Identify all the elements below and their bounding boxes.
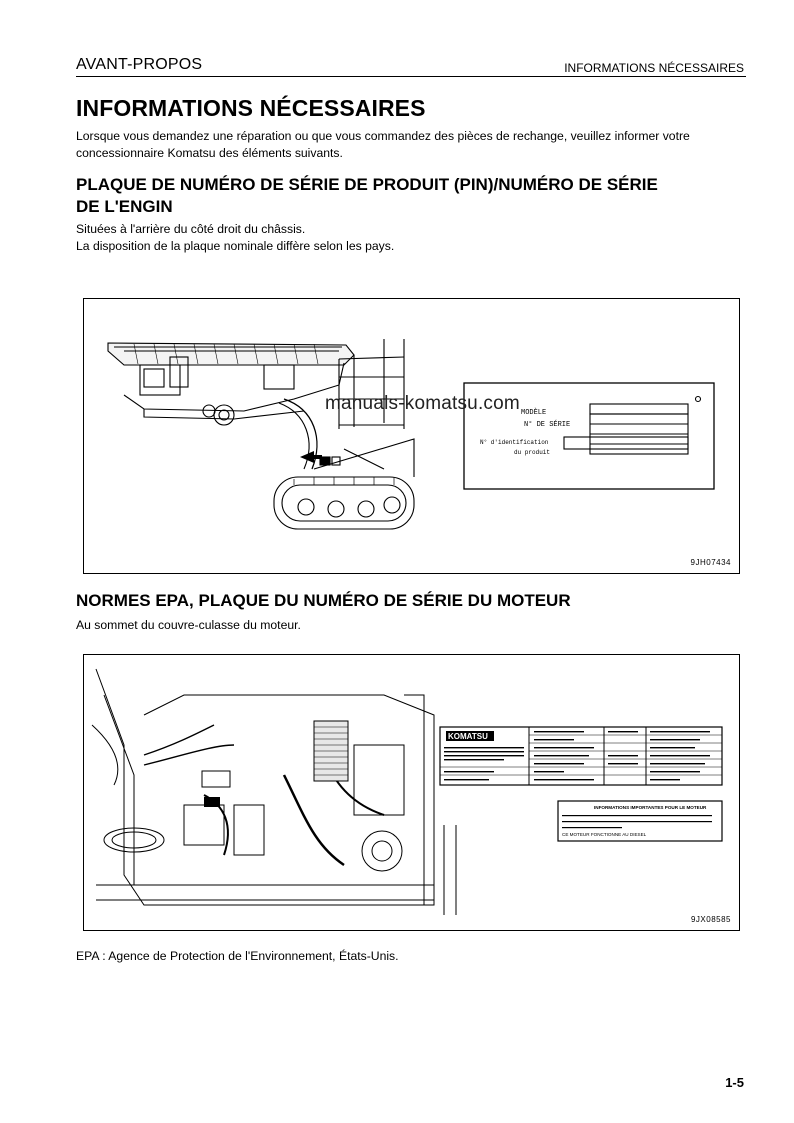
epa-footnote: EPA : Agence de Protection de l'Environn… xyxy=(76,949,399,963)
page-number: 1-5 xyxy=(725,1075,744,1090)
section-heading-pin-line-2: DE L'ENGIN xyxy=(76,197,173,216)
epa-location-text: Au sommet du couvre-culasse du moteur. xyxy=(76,618,301,632)
plate-label-serie: N° DE SÉRIE xyxy=(524,420,570,429)
pin-text-line-1: Situées à l'arrière du côté droit du châ… xyxy=(76,222,306,236)
plate-label-pin-1: N° d'identification xyxy=(480,439,549,446)
arrow-icon xyxy=(204,797,220,807)
plate-label-pin-2: du produit xyxy=(514,449,550,456)
running-header-section: AVANT-PROPOS xyxy=(76,56,203,73)
engine-note-line: CE MOTEUR FONCTIONNE AU DIESEL xyxy=(562,832,647,837)
header-rule xyxy=(76,76,746,77)
intro-line-2: concessionnaire Komatsu des éléments sui… xyxy=(76,146,343,160)
intro-line-1: Lorsque vous demandez une réparation ou … xyxy=(76,129,690,143)
engine-illustration: KOMATSU INFORMATIONS IMPORTANTES POUR LE… xyxy=(91,668,723,915)
pin-text-line-2: La disposition de la plaque nominale dif… xyxy=(76,239,395,253)
section-heading-pin: PLAQUE DE NUMÉRO DE SÉRIE DE PRODUIT (PI… xyxy=(76,174,756,218)
page-title: INFORMATIONS NÉCESSAIRES xyxy=(76,95,426,121)
figure-pin-plate: MODÈLE N° DE SÉRIE N° d'identification d… xyxy=(83,298,740,574)
figure-code-pin: 9JH07434 xyxy=(690,558,731,567)
running-header-topic: INFORMATIONS NÉCESSAIRES xyxy=(564,61,744,75)
figure-code-epa: 9JX08585 xyxy=(690,915,731,924)
intro-paragraph: Lorsque vous demandez une réparation ou … xyxy=(76,128,756,162)
section-heading-pin-line-1: PLAQUE DE NUMÉRO DE SÉRIE DE PRODUIT (PI… xyxy=(76,175,658,194)
pin-location-text: Situées à l'arrière du côté droit du châ… xyxy=(76,221,756,255)
plate-label-modele: MODÈLE xyxy=(521,408,546,417)
watermark: manuals-komatsu.com xyxy=(325,393,520,414)
engine-note-title: INFORMATIONS IMPORTANTES POUR LE MOTEUR xyxy=(594,805,707,810)
section-heading-epa: NORMES EPA, PLAQUE DU NUMÉRO DE SÉRIE DU… xyxy=(76,591,571,610)
arrow-icon xyxy=(300,451,314,463)
komatsu-logo: KOMATSU xyxy=(448,732,488,741)
figure-epa-plate: KOMATSU INFORMATIONS IMPORTANTES POUR LE… xyxy=(83,654,740,931)
machine-frame-illustration: MODÈLE N° DE SÉRIE N° d'identification d… xyxy=(107,339,715,530)
